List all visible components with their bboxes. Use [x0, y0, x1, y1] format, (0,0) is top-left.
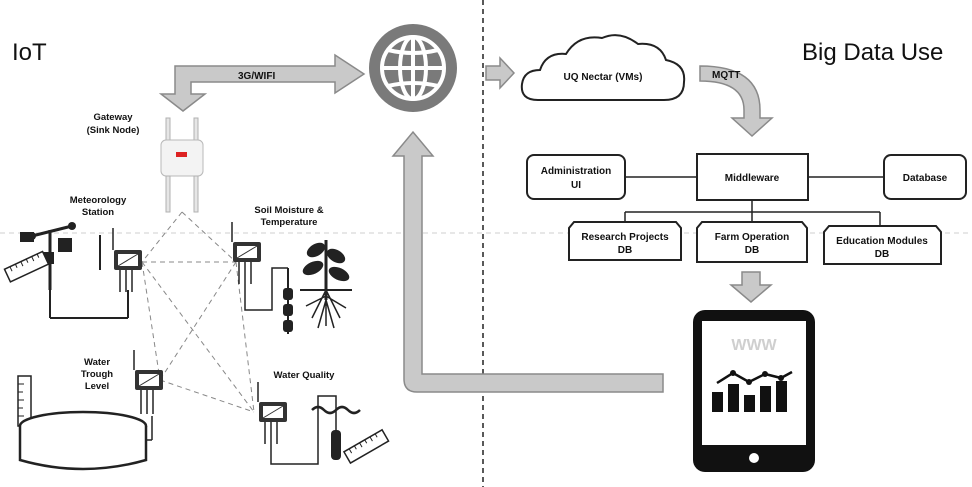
- svg-text:DB: DB: [875, 249, 889, 260]
- quality-label: Water Quality: [274, 370, 336, 381]
- soil-sublabel: Temperature: [261, 217, 318, 228]
- svg-text:DB: DB: [745, 245, 759, 256]
- mqtt-label: MQTT: [712, 70, 740, 81]
- feedback-arrow: [391, 130, 664, 393]
- bar-chart-icon: [712, 370, 793, 412]
- soil-label: Soil Moisture &: [254, 205, 323, 216]
- cloud-shape: [520, 34, 686, 101]
- ruler-icon: [3, 250, 50, 283]
- water-trough-icon: [17, 375, 153, 471]
- svg-text:Research Projects: Research Projects: [581, 232, 669, 243]
- water-probe-icon: [311, 405, 361, 460]
- big-data-title: Big Data Use: [802, 39, 943, 66]
- www-label: WWW: [731, 337, 777, 354]
- wireless-label: 3G/WIFI: [238, 71, 275, 82]
- svg-text:DB: DB: [618, 245, 632, 256]
- svg-text:Administration: Administration: [541, 166, 612, 177]
- weather-station-icon: [20, 222, 129, 319]
- database-box: Database: [883, 154, 967, 200]
- admin-ui-box: Administration UI: [526, 154, 626, 200]
- globe-to-cloud-arrow: [485, 56, 516, 90]
- soil-sensor-node-icon: [231, 222, 293, 334]
- gateway-icon: [160, 117, 204, 213]
- plant-icon: [300, 240, 352, 329]
- tablet-icon: WWW: [693, 310, 815, 472]
- meteorology-sublabel: Station: [82, 207, 114, 218]
- mqtt-arrow: [699, 65, 774, 138]
- cloud-label: UQ Nectar (VMs): [564, 72, 643, 83]
- middleware-box: Middleware: [696, 153, 809, 201]
- svg-text:UI: UI: [571, 180, 581, 191]
- meteorology-sensor-node-icon: [112, 228, 142, 292]
- wireless-link-arrow: [158, 53, 366, 112]
- internet-globe-icon: [369, 24, 457, 112]
- svg-text:Database: Database: [903, 173, 948, 184]
- education-db-box: Education Modules DB: [823, 225, 942, 265]
- trough-sensor-node-icon: [133, 350, 163, 414]
- farm-db-box: Farm Operation DB: [696, 221, 808, 263]
- research-db-box: Research Projects DB: [568, 221, 682, 261]
- trough-label: Water: [84, 357, 110, 368]
- db-to-tablet-arrow: [728, 271, 774, 303]
- quality-ruler-icon: [342, 428, 390, 465]
- mesh-links: [141, 211, 255, 413]
- quality-sensor-node-icon: [257, 382, 337, 465]
- gateway-label: Gateway: [93, 112, 133, 123]
- svg-text:Middleware: Middleware: [725, 173, 780, 184]
- svg-text:Farm Operation: Farm Operation: [715, 232, 789, 243]
- gateway-sublabel: (Sink Node): [87, 125, 140, 136]
- meteorology-label: Meteorology: [70, 195, 127, 206]
- trough-sublabel-2: Level: [85, 381, 109, 392]
- trough-sublabel: Trough: [81, 369, 113, 380]
- svg-text:Education Modules: Education Modules: [836, 236, 928, 247]
- iot-title: IoT: [12, 39, 47, 66]
